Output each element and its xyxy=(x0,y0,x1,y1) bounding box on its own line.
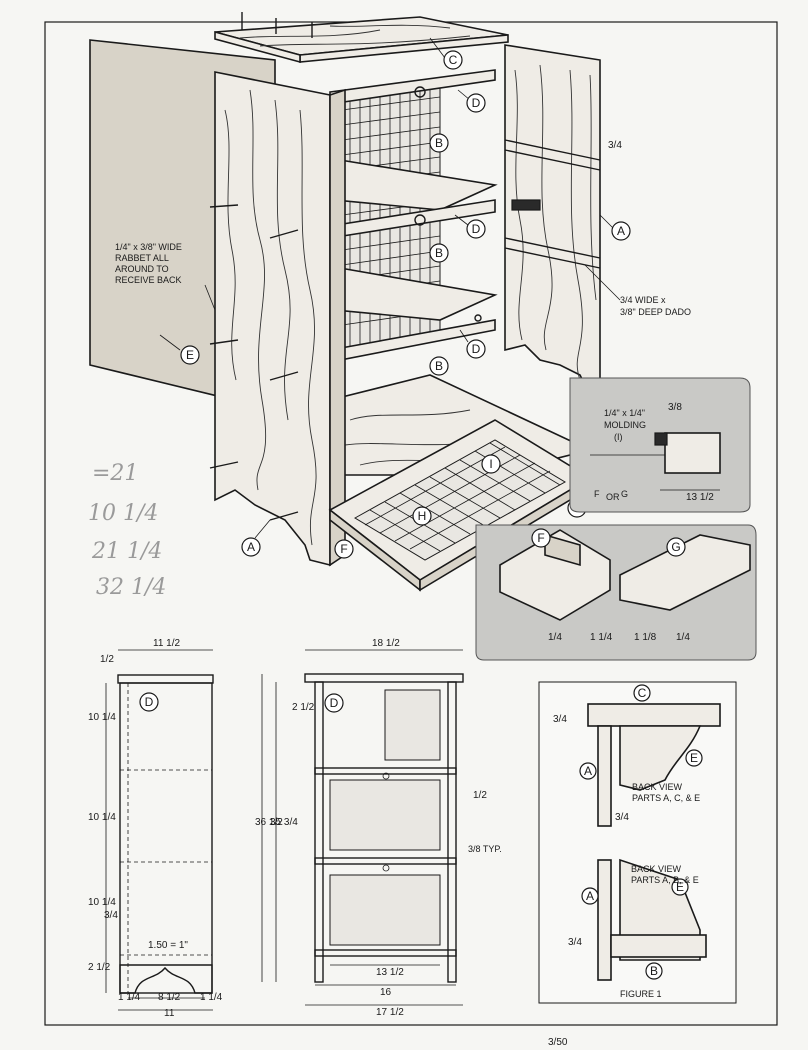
svg-text:1 1/8: 1 1/8 xyxy=(634,632,657,643)
svg-text:RABBET ALL: RABBET ALL xyxy=(115,253,169,263)
side-a-left xyxy=(214,71,331,567)
svg-text:3/4: 3/4 xyxy=(568,937,582,948)
svg-text:PARTS A, C, & E: PARTS A, C, & E xyxy=(632,793,700,803)
svg-text:G: G xyxy=(621,489,628,499)
svg-text:2 1/2: 2 1/2 xyxy=(88,962,111,973)
side-elevation: 11 1/2 1/2 10 1/4 10 1/4 10 1/4 2 1/2 3/… xyxy=(88,638,223,1019)
svg-text:F: F xyxy=(594,489,600,499)
svg-text:1 1/4: 1 1/4 xyxy=(118,992,141,1003)
svg-text:1 1/4: 1 1/4 xyxy=(590,632,613,643)
svg-text:3/8" DEEP DADO: 3/8" DEEP DADO xyxy=(620,307,691,317)
svg-text:3/4: 3/4 xyxy=(104,910,118,921)
callout-a-fig2: A xyxy=(586,889,594,903)
svg-text:10 1/4: 10 1/4 xyxy=(88,712,116,723)
svg-text:13 1/2: 13 1/2 xyxy=(376,967,404,978)
svg-text:OR: OR xyxy=(606,492,620,502)
svg-text:16: 16 xyxy=(380,987,392,998)
svg-text:10 1/4: 10 1/4 xyxy=(88,812,116,823)
svg-text:10 1/4: 10 1/4 xyxy=(88,501,158,526)
svg-text:RECEIVE BACK: RECEIVE BACK xyxy=(115,275,182,285)
svg-text:MOLDING: MOLDING xyxy=(604,420,646,430)
svg-text:3/8: 3/8 xyxy=(668,402,682,413)
callout-d-2: D xyxy=(472,222,481,236)
svg-text:35 3/4: 35 3/4 xyxy=(270,817,298,828)
svg-text:2 1/2: 2 1/2 xyxy=(292,702,315,713)
exploded-callouts: C D B D B D B A E A F H I G xyxy=(159,37,631,559)
svg-text:1/2: 1/2 xyxy=(100,654,114,665)
rabbet-note: 1/4" x 3/8" WIDE RABBET ALL AROUND TO RE… xyxy=(115,242,216,311)
figure-caption: FIGURE 1 xyxy=(620,989,662,999)
callout-b-1: B xyxy=(435,136,443,150)
door-mesh-h xyxy=(354,439,566,561)
svg-text:3/4: 3/4 xyxy=(615,812,629,823)
handwritten-notes: =21 10 1/4 21 1/4 32 1/4 xyxy=(88,461,166,600)
svg-text:13 1/2: 13 1/2 xyxy=(686,492,714,503)
callout-a-left: A xyxy=(247,540,255,554)
dado-note: 3/4 WIDE x 3/8" DEEP DADO 3/4 xyxy=(584,140,691,317)
callout-f-detail: F xyxy=(537,531,544,545)
callout-c: C xyxy=(449,53,458,67)
svg-text:3/8 TYP.: 3/8 TYP. xyxy=(468,844,502,854)
svg-text:1/4: 1/4 xyxy=(676,632,690,643)
callout-d-3: D xyxy=(472,342,481,356)
callout-d-1: D xyxy=(472,96,481,110)
svg-text:3/4: 3/4 xyxy=(553,714,567,725)
scale-note: 1.50 = 1" xyxy=(148,940,188,951)
svg-text:10 1/4: 10 1/4 xyxy=(88,897,116,908)
svg-text:21 1/4: 21 1/4 xyxy=(91,539,162,564)
callout-b-3: B xyxy=(435,359,443,373)
callout-e-fig2: E xyxy=(676,880,684,894)
svg-text:11: 11 xyxy=(164,1008,175,1019)
callout-e: E xyxy=(186,348,194,362)
svg-text:(I): (I) xyxy=(614,432,623,442)
callout-b-2: B xyxy=(435,246,443,260)
callout-h: H xyxy=(418,509,427,523)
svg-text:36 1/2: 36 1/2 xyxy=(255,817,283,828)
svg-text:18 1/2: 18 1/2 xyxy=(372,638,400,649)
joint-details: 1/4 1 1/4 F 1 1/8 1/4 G xyxy=(475,524,757,661)
callout-a-right: A xyxy=(617,224,625,238)
svg-text:1/4" x 3/8" WIDE: 1/4" x 3/8" WIDE xyxy=(115,242,182,252)
svg-text:8 1/2: 8 1/2 xyxy=(158,992,181,1003)
svg-text:3/4 WIDE x: 3/4 WIDE x xyxy=(620,295,666,305)
callout-g-detail: G xyxy=(671,540,680,554)
svg-text:AROUND TO: AROUND TO xyxy=(115,264,169,274)
molding-detail: 1/4" x 1/4" MOLDING (I) 13 1/2 3/8 F OR … xyxy=(569,377,751,513)
front-elevation: 18 1/2 2 1/2 36 1/2 35 3/4 1/2 3/8 TYP. … xyxy=(255,638,502,1018)
callout-c-fig: C xyxy=(638,686,647,700)
figure-1: C A E BACK VIEW PARTS A, C, & E 3/4 3/4 … xyxy=(538,681,737,1004)
callout-d-front: D xyxy=(330,696,339,710)
svg-text:=21: =21 xyxy=(92,461,138,486)
svg-text:11 1/2: 11 1/2 xyxy=(153,638,180,649)
callout-d-side: D xyxy=(145,695,154,709)
svg-text:BACK VIEW: BACK VIEW xyxy=(631,864,682,874)
svg-text:1/2: 1/2 xyxy=(473,790,487,801)
svg-text:17 1/2: 17 1/2 xyxy=(376,1007,404,1018)
svg-text:1 1/4: 1 1/4 xyxy=(200,992,223,1003)
svg-text:PARTS A, B, & E: PARTS A, B, & E xyxy=(631,875,699,885)
svg-text:1/4" x 1/4": 1/4" x 1/4" xyxy=(604,408,645,418)
svg-text:1/4: 1/4 xyxy=(548,632,562,643)
svg-text:BACK VIEW: BACK VIEW xyxy=(632,782,683,792)
svg-text:32 1/4: 32 1/4 xyxy=(96,575,166,600)
footer-mark: 3/50 xyxy=(548,1037,568,1048)
side-a-right xyxy=(504,44,601,402)
exploded-view xyxy=(89,12,601,592)
callout-b-fig2: B xyxy=(650,964,658,978)
callout-a-fig1: A xyxy=(584,764,592,778)
callout-i: I xyxy=(489,457,492,471)
callout-e-fig1: E xyxy=(690,751,698,765)
callout-f: F xyxy=(340,542,347,556)
svg-text:3/4: 3/4 xyxy=(608,140,622,151)
